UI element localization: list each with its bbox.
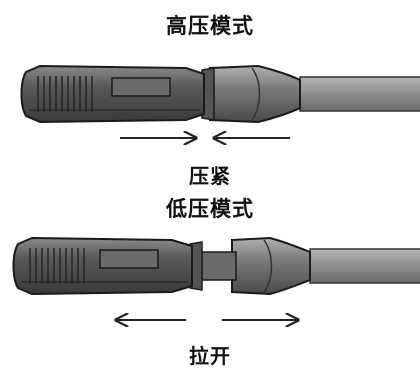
- nozzle-low-pressure: [14, 238, 420, 320]
- grip-window: [100, 250, 158, 268]
- nozzle-high-pressure: [22, 66, 420, 138]
- grip-window: [112, 78, 170, 96]
- hose: [310, 249, 420, 283]
- hose: [300, 77, 420, 111]
